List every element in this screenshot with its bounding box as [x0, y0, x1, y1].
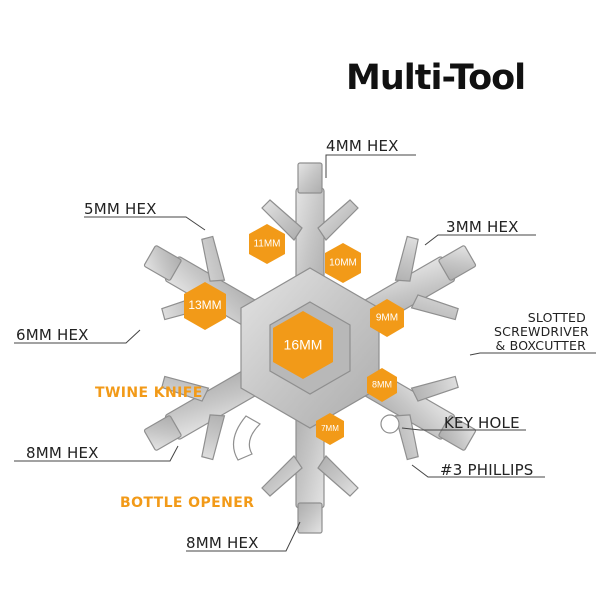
hexagon-13mm: 13MM [184, 282, 226, 330]
hexagon-9mm: 9MM [370, 299, 404, 337]
leader-lines [14, 154, 596, 552]
hex-label-10mm: 10MM [329, 258, 357, 269]
label-slotted-line2: SCREWDRIVER [494, 324, 589, 339]
label-8mm-hex-bottom: 8MM HEX [186, 534, 259, 552]
label-slotted-line1: SLOTTED [527, 310, 586, 325]
hex-label-11mm: 11MM [253, 239, 280, 250]
hexagon-10mm: 10MM [325, 243, 361, 283]
hex-label-8mm: 8MM [372, 379, 392, 389]
label-slotted-line3: & BOXCUTTER [495, 338, 586, 353]
label-4mm-hex: 4MM HEX [326, 137, 399, 155]
label-3mm-hex: 3MM HEX [446, 218, 519, 236]
title: Multi-Tool [346, 58, 526, 98]
label-key-hole: KEY HOLE [444, 414, 520, 432]
label-bottle-opener: BOTTLE OPENER [120, 495, 255, 511]
label-slotted-screwdriver: SLOTTED SCREWDRIVER & BOXCUTTER [494, 310, 589, 353]
hexagon-16mm: 16MM [273, 311, 333, 379]
hex-label-7mm: 7MM [321, 424, 339, 433]
hex-label-13mm: 13MM [188, 298, 221, 312]
hexagon-8mm: 8MM [367, 368, 397, 402]
label-twine-knife: TWINE KNIFE [95, 385, 203, 401]
hex-label-9mm: 9MM [376, 313, 398, 324]
label-8mm-hex-left: 8MM HEX [26, 444, 99, 462]
label-5mm-hex: 5MM HEX [84, 200, 157, 218]
label-3-phillips: #3 PHILLIPS [440, 461, 534, 479]
label-6mm-hex: 6MM HEX [16, 326, 89, 344]
hexagon-7mm: 7MM [316, 413, 344, 445]
hexagon-11mm: 11MM [249, 224, 285, 264]
hex-label-16mm: 16MM [284, 337, 323, 353]
